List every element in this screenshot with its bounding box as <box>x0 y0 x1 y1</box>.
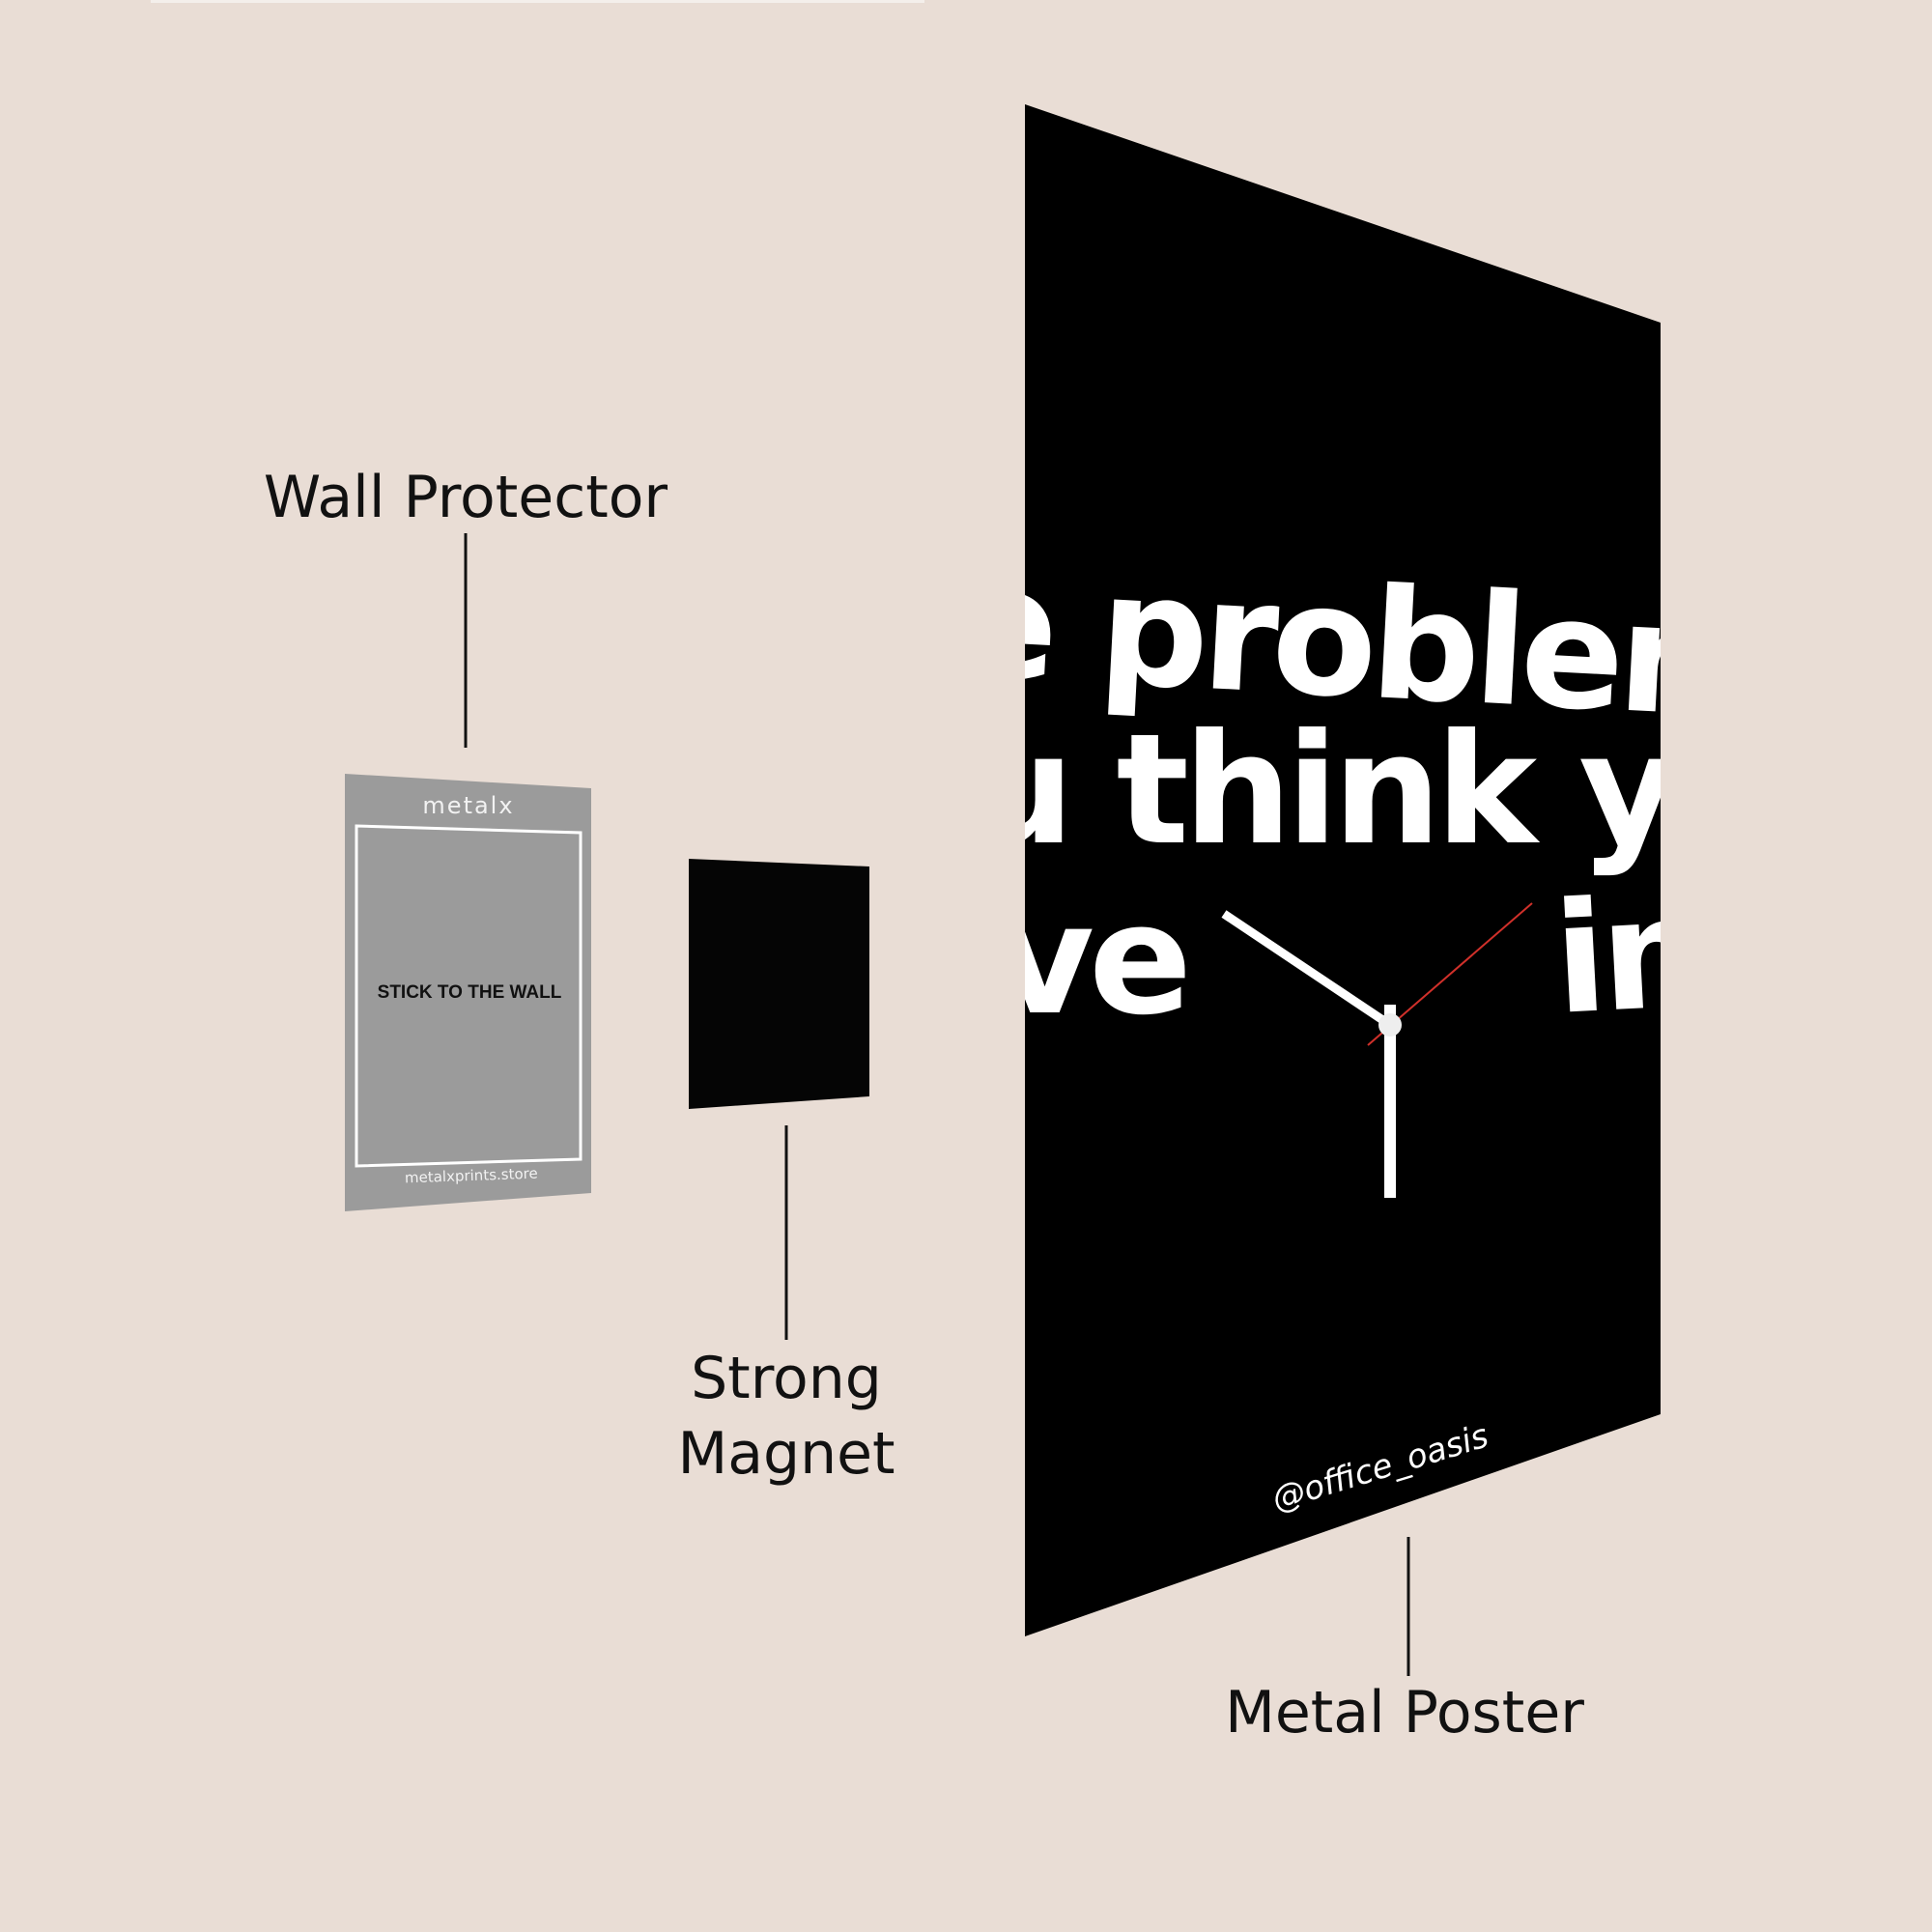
strong-magnet <box>689 859 869 1109</box>
poster-line-1: e problem <box>951 533 1776 753</box>
stick-instruction: STICK TO THE WALL <box>378 982 562 1003</box>
website-text: metalxprints.store <box>405 1165 538 1187</box>
hour-hand <box>1221 910 1393 1029</box>
metal-poster: e problem u think yo ve im @office_oasis <box>951 104 1776 1636</box>
poster-line-3-right: im <box>1549 861 1758 1049</box>
clock-hands <box>1221 902 1533 1198</box>
protector-frame <box>355 824 582 1168</box>
metal-poster-label: Metal Poster <box>1225 1679 1584 1747</box>
wall-protector-label: Wall Protector <box>264 464 668 531</box>
top-edge <box>151 0 924 3</box>
poster-line-2: u think yo <box>966 701 1772 879</box>
clock-center <box>1378 1013 1402 1037</box>
wall-protector: metalx STICK TO THE WALL metalxprints.st… <box>345 774 591 1211</box>
strong-magnet-label-line2: Magnet <box>677 1420 895 1488</box>
poster-line-3-left: ve <box>995 871 1186 1049</box>
metalx-logo: metalx <box>422 792 514 819</box>
strong-magnet-label-line1: Strong <box>691 1345 882 1412</box>
